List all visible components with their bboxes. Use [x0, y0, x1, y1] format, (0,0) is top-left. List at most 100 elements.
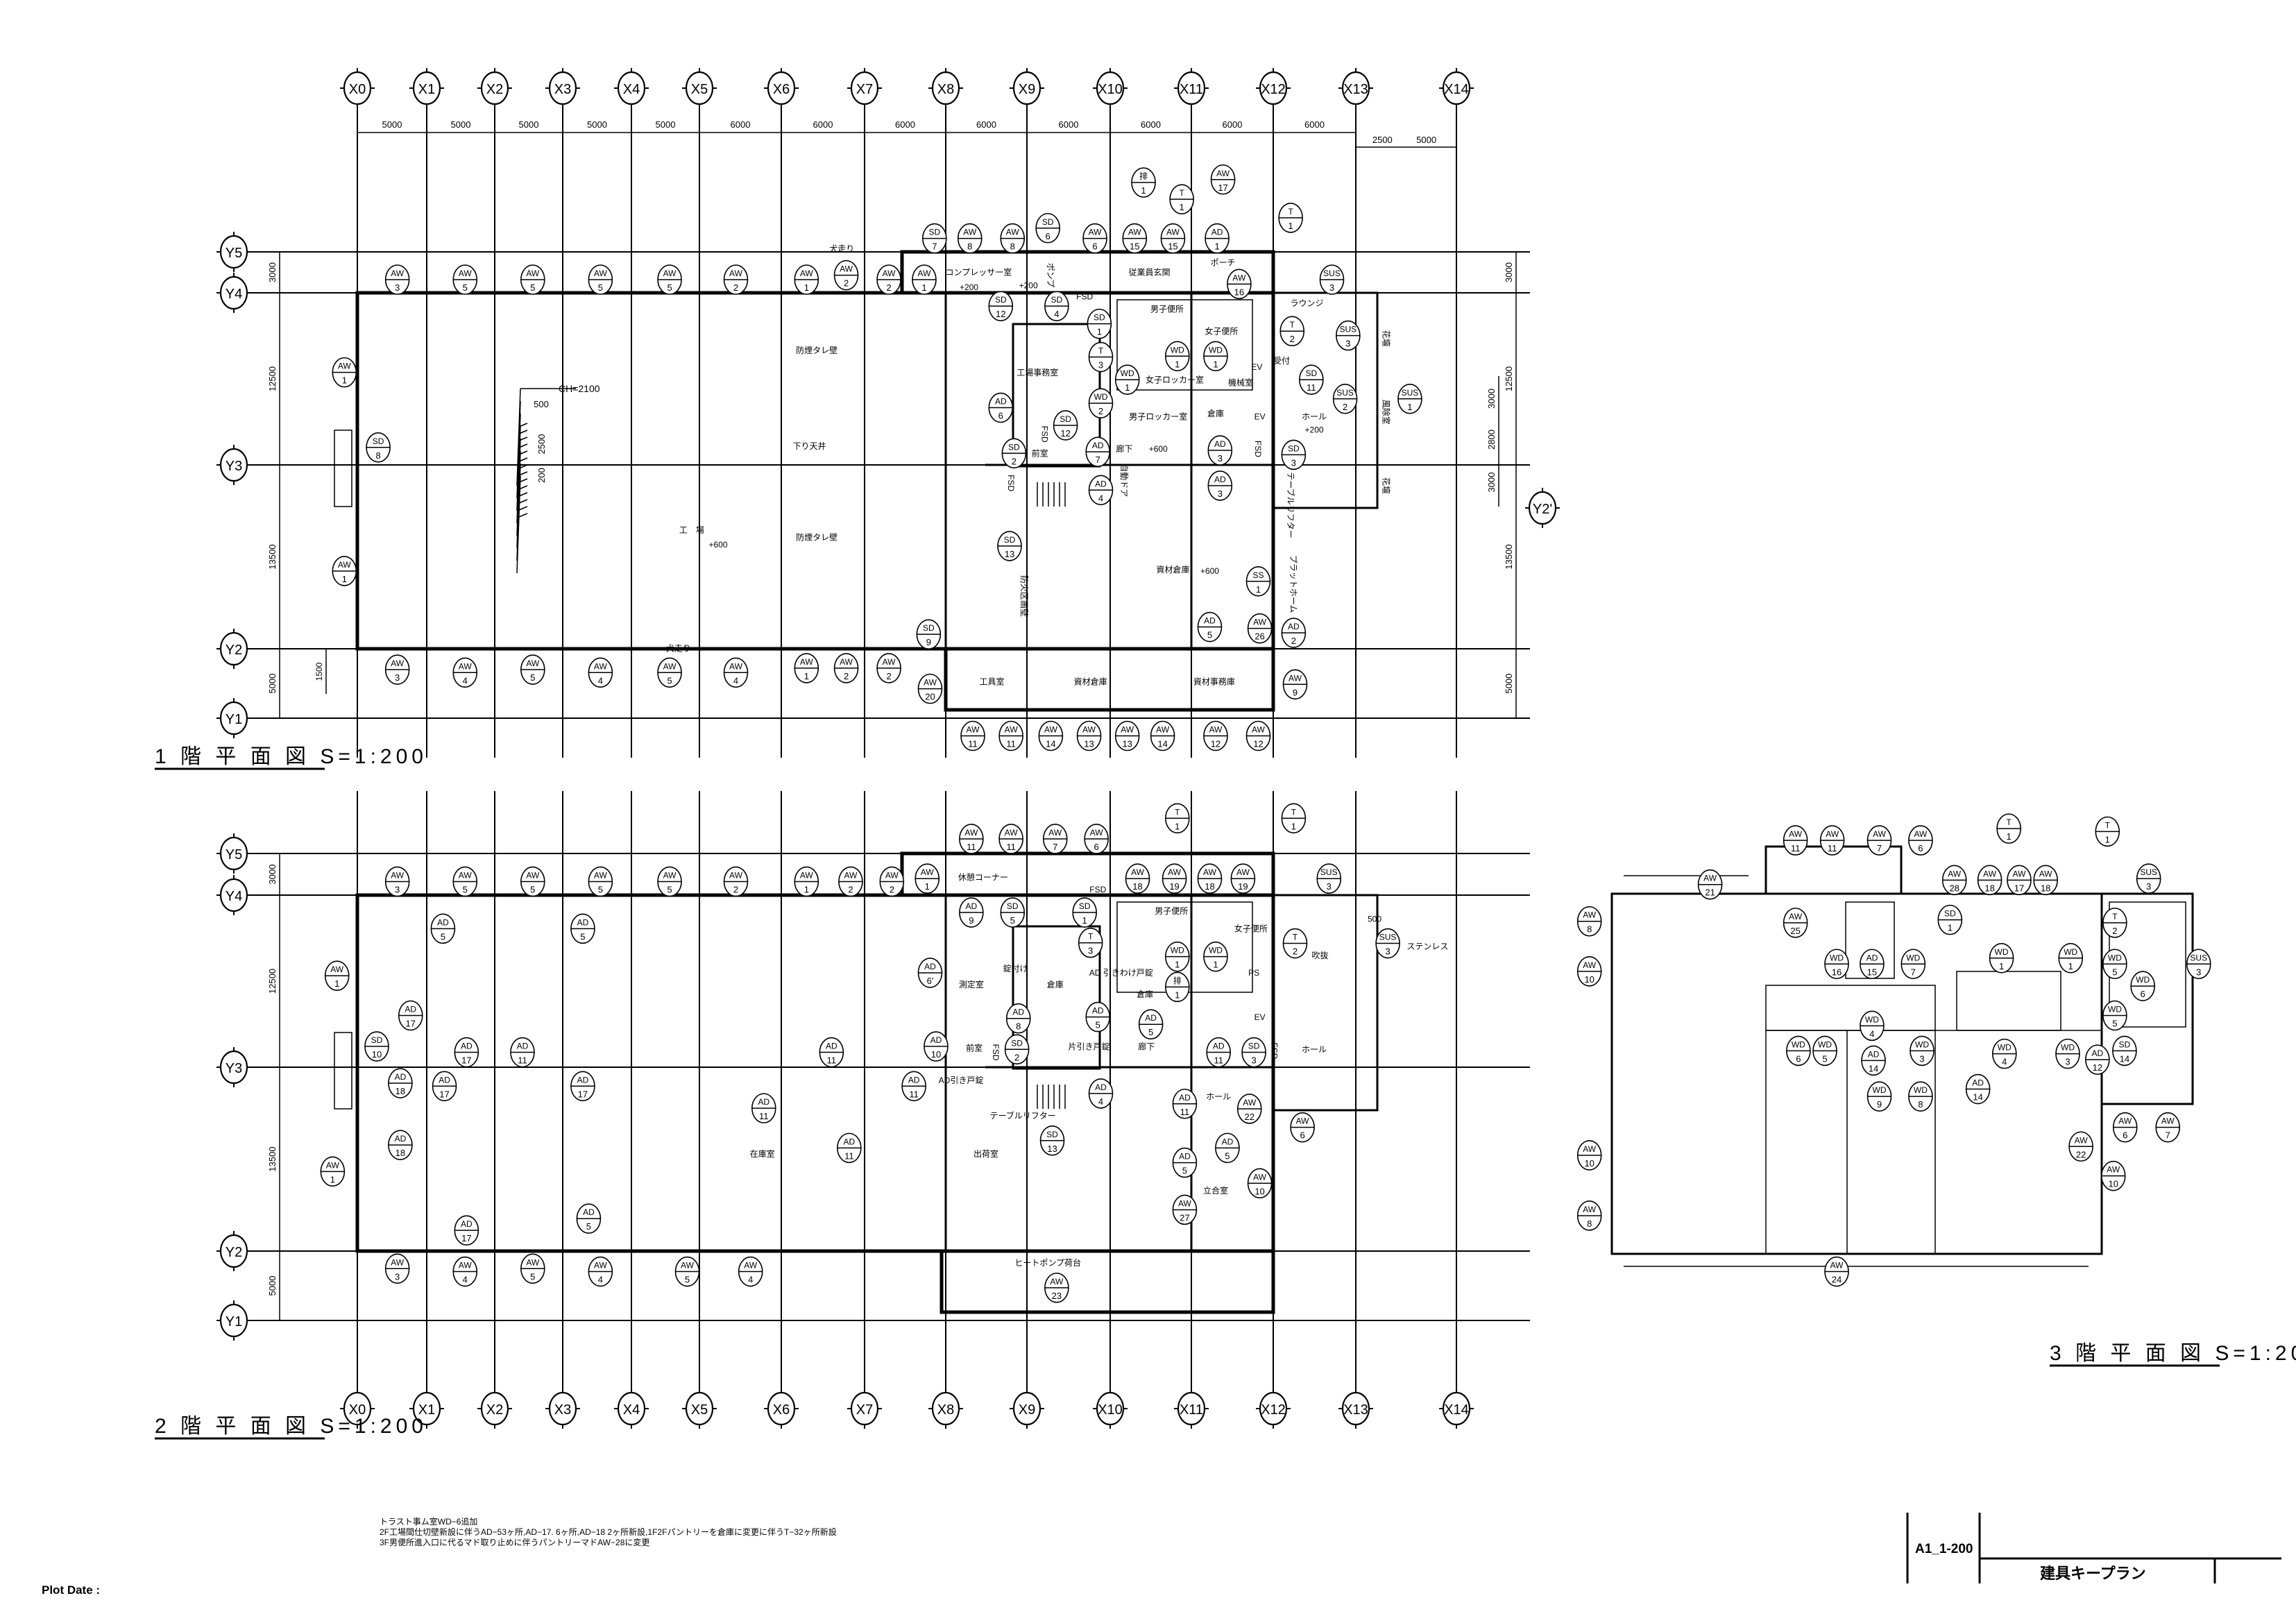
- grid-bubble-y: Y5: [216, 833, 251, 874]
- tag-number: 1: [342, 375, 347, 386]
- tag-number: 1: [1082, 915, 1087, 926]
- tag-type: AW: [963, 228, 977, 237]
- dim-text-left: 12500: [267, 969, 278, 994]
- tag-number: 10: [931, 1049, 941, 1060]
- tag-type: AD: [1211, 228, 1223, 237]
- tag-number: 3: [1291, 457, 1296, 468]
- door-window-tag: SD3: [1281, 439, 1307, 470]
- door-window-tag: WD1: [1989, 942, 2014, 974]
- room-label: 花壇: [1381, 477, 1392, 494]
- tag-number: 1: [1999, 961, 2004, 971]
- tag-type: AW: [924, 678, 937, 688]
- room-label-group: 下り天井: [793, 441, 826, 451]
- tag-type: AW: [1168, 867, 1182, 877]
- dim-annotation: 2500: [536, 434, 547, 454]
- tag-type: AW: [459, 1261, 473, 1271]
- tag-type: AW: [338, 362, 352, 371]
- tag-number: 12: [1060, 428, 1070, 439]
- title-block: [1906, 1513, 2281, 1583]
- tag-number: 16: [1234, 287, 1244, 297]
- tag-number: 11: [1006, 842, 1016, 852]
- room-label: FSD: [1040, 426, 1050, 443]
- tag-number: 2: [844, 278, 849, 289]
- grid-bubble-bottom: X9: [1010, 1388, 1044, 1429]
- door-window-tag: AW4: [738, 1256, 763, 1287]
- tag-number: 22: [2076, 1149, 2086, 1159]
- tag-number: 13: [1122, 739, 1132, 749]
- room-label: FSD: [1006, 475, 1016, 491]
- tag-number: 11: [1791, 843, 1801, 853]
- grid-bubble-top: X11: [1174, 68, 1209, 108]
- grid-bubble-top: X8: [928, 68, 963, 108]
- stair: [334, 430, 352, 507]
- room-label-group: 男子便所: [1150, 305, 1184, 314]
- tag-number: 10: [2109, 1179, 2118, 1189]
- dim-text-left: 13500: [267, 1146, 278, 1171]
- tag-type: AD: [395, 1072, 407, 1082]
- tag-number: 5: [1010, 915, 1015, 926]
- tag-type: AW: [918, 269, 932, 278]
- tag-number: 4: [1869, 1028, 1874, 1039]
- grid-bubble-y: Y3: [216, 445, 251, 485]
- drawing-name: 建具キープラン: [2040, 1565, 2146, 1582]
- dim-text-right-inner: 3000: [1486, 473, 1497, 493]
- room-label-group: プラットホーム: [1289, 555, 1298, 613]
- tag-type: AW: [1583, 1144, 1597, 1154]
- tag-type: WD: [1914, 1085, 1928, 1095]
- room-label-group: ホール: [1206, 1091, 1231, 1101]
- tag-type: 排: [1173, 976, 1182, 985]
- tag-number: 2: [1291, 636, 1296, 646]
- door-window-tag: T2: [1279, 316, 1305, 347]
- tag-number: 6: [1046, 231, 1051, 241]
- tag-number: 15: [1130, 241, 1139, 252]
- room-label-group: 工 場: [679, 525, 704, 535]
- door-window-tag: AW4: [588, 657, 613, 688]
- tag-type: SD: [1011, 1038, 1023, 1048]
- room-label-group: 風除室: [1381, 400, 1392, 425]
- tag-type: AW: [391, 1257, 405, 1267]
- dim-text: 1500: [314, 662, 324, 681]
- tag-type: SD: [995, 295, 1007, 305]
- grid-bubble-top: X14: [1439, 68, 1474, 108]
- door-window-tag: SD1: [1072, 897, 1097, 928]
- door-window-tag: AW8: [1576, 906, 1602, 937]
- door-window-tag: AD3: [1207, 435, 1233, 466]
- tag-type: SD: [1051, 295, 1063, 305]
- tag-type: AW: [800, 657, 814, 667]
- tag-number: 11: [518, 1055, 527, 1066]
- room-wall: [1116, 299, 1253, 391]
- tag-type: AW: [885, 870, 899, 880]
- hatch: [518, 464, 528, 469]
- door-window-tag: AW5: [520, 654, 545, 685]
- room-label: EV: [1255, 1012, 1266, 1022]
- grid-bubble-top-label: X14: [1444, 82, 1469, 97]
- tag-type: AW: [1050, 1277, 1064, 1286]
- tag-number: 8: [1587, 1218, 1592, 1229]
- tag-number: 17: [406, 1018, 416, 1028]
- room-label: 犬走り: [666, 643, 691, 653]
- tag-number: 3: [2065, 1057, 2070, 1067]
- tag-number: 5: [2112, 1018, 2117, 1028]
- room-label-group: 前室: [966, 1042, 983, 1053]
- tag-type: AW: [663, 269, 677, 278]
- tag-number: 5: [580, 931, 585, 942]
- grid-bubble-top-label: X4: [623, 82, 640, 97]
- tag-number: 1: [1141, 185, 1146, 196]
- room-label: 男子ロッカー室: [1129, 411, 1187, 421]
- tag-number: 5: [530, 884, 535, 894]
- tag-type: SUS: [1320, 867, 1338, 877]
- tag-type: AW: [1873, 829, 1887, 839]
- tag-number: 11: [1307, 382, 1316, 393]
